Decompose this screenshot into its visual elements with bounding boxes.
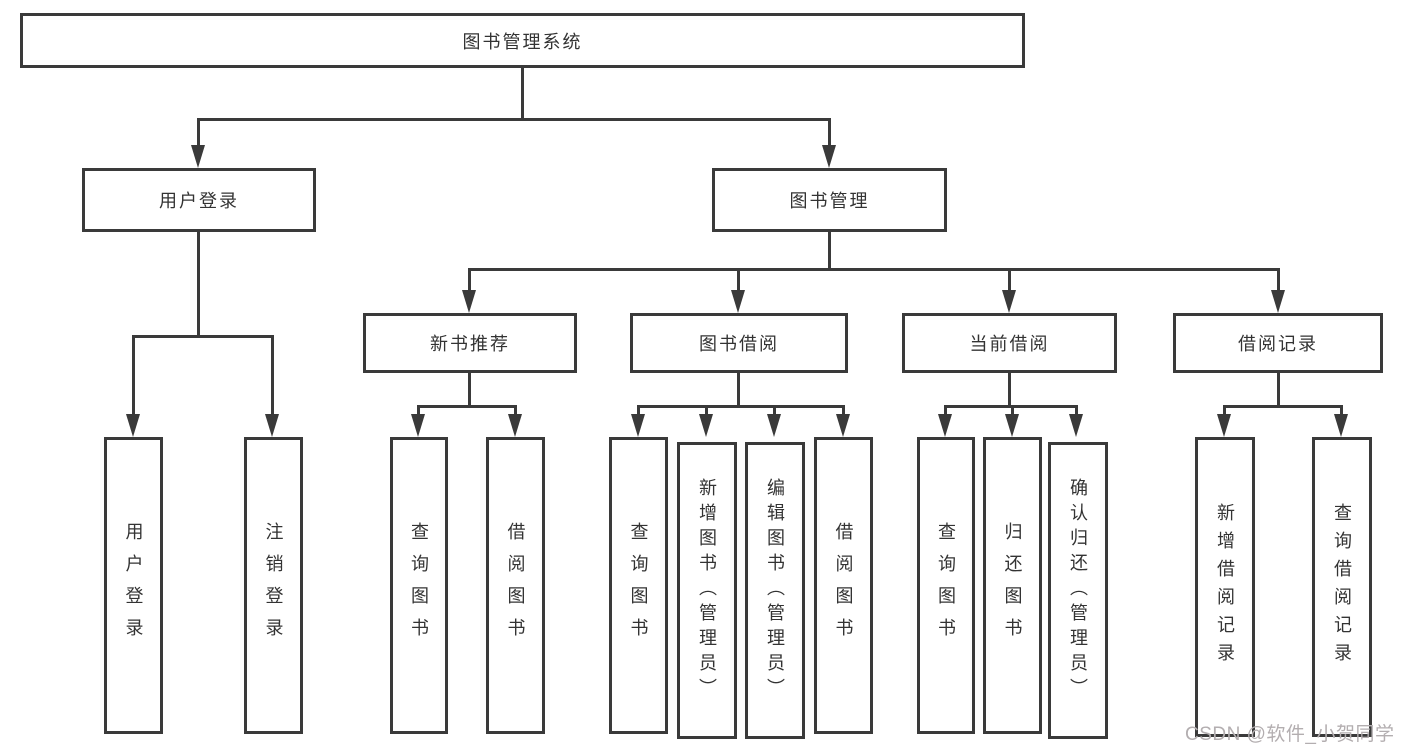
arrowhead-cb-return [1005,414,1019,437]
leaf-borrow-books-recommend-label: 借阅图书 [505,521,526,650]
leaf-node-confirm-return-admin: 确认归还（管理员） [1048,442,1108,739]
arrowhead-bb-query [631,414,645,437]
leaf-query-books-current-label: 查询图书 [936,521,956,650]
leaf-node-logout: 注销登录 [244,437,303,734]
node-book-management-label: 图书管理 [789,191,870,211]
arrowhead-bookmgmt [822,145,836,168]
connector-userlogin-drop [197,118,200,146]
connector-records-stem [1277,373,1280,405]
leaf-edit-books-admin-label: 编辑图书（管理员） [765,478,785,703]
node-book-borrowing: 图书借阅 [630,313,848,373]
connector-userlogin-bar [132,335,274,338]
connector-bb-add-drop [705,405,708,417]
arrowhead-bb-add [699,414,713,437]
arrowhead-bb-borrow [836,414,850,437]
node-new-book-recommend-label: 新书推荐 [430,334,510,354]
connector-br-query-drop [1340,405,1343,417]
arrowhead-logout-leaf [265,414,279,437]
leaf-logout-label: 注销登录 [263,521,284,650]
node-new-book-recommend: 新书推荐 [363,313,577,373]
leaf-node-return-books: 归还图书 [983,437,1042,734]
arrowhead-borrowing [731,290,745,313]
node-user-login-label: 用户登录 [159,191,239,211]
leaf-node-query-books-current: 查询图书 [917,437,975,734]
connector-nb-borrow-drop [514,405,517,417]
connector-current-drop [1008,268,1011,291]
leaf-confirm-return-admin-label: 确认归还（管理员） [1068,478,1088,703]
node-current-borrowing-label: 当前借阅 [969,334,1050,354]
leaf-return-books-label: 归还图书 [1002,521,1023,650]
node-root-label: 图书管理系统 [462,31,583,52]
leaf-node-add-books-admin: 新增图书（管理员） [677,442,737,739]
arrowhead-bb-edit [767,414,781,437]
arrowhead-userlogin [191,145,205,168]
leaf-node-borrow-books: 借阅图书 [814,437,873,734]
arrowhead-nb-query [411,414,425,437]
arrowhead-br-add [1217,414,1231,437]
leaf-node-edit-books-admin: 编辑图书（管理员） [745,442,805,739]
node-user-login: 用户登录 [82,168,316,232]
connector-records-bar [1223,405,1342,408]
connector-cb-return-drop [1011,405,1014,417]
node-borrowing-records: 借阅记录 [1173,313,1383,373]
arrowhead-login-leaf [126,414,140,437]
node-current-borrowing: 当前借阅 [902,313,1117,373]
connector-current-stem [1008,373,1011,405]
connector-root-stem [521,68,524,118]
leaf-node-borrow-books-recommend: 借阅图书 [486,437,545,734]
leaf-node-add-borrow-record: 新增借阅记录 [1195,437,1255,737]
connector-nb-query-drop [417,405,420,417]
connector-newbook-bar [417,405,517,408]
connector-borrowing-stem [737,373,740,405]
connector-bookmgmt-bar [468,268,1280,271]
connector-cb-query-drop [944,405,947,417]
arrowhead-newbook [462,290,476,313]
leaf-node-user-login: 用户登录 [104,437,163,734]
leaf-query-books-borrowing-label: 查询图书 [628,521,649,650]
connector-bb-borrow-drop [842,405,845,417]
connector-bookmgmt-stem [828,232,831,268]
connector-newbook-drop [468,268,471,291]
connector-borrowing-bar [637,405,845,408]
connector-logout-leaf-drop [271,335,274,415]
leaf-query-books-recommend-label: 查询图书 [409,521,429,650]
connector-bookmgmt-drop [828,118,831,146]
connector-root-bar [197,118,831,121]
connector-login-leaf-drop [132,335,135,415]
arrowhead-cb-confirm [1069,414,1083,437]
leaf-query-borrow-record-label: 查询借阅记录 [1332,503,1352,671]
leaf-add-borrow-record-label: 新增借阅记录 [1215,503,1235,671]
leaf-node-query-books-recommend: 查询图书 [390,437,448,734]
leaf-user-login-label: 用户登录 [123,521,144,650]
leaf-borrow-books-label: 借阅图书 [833,521,854,650]
leaf-add-books-admin-label: 新增图书（管理员） [697,478,717,703]
arrowhead-nb-borrow [508,414,522,437]
connector-userlogin-stem [197,232,200,335]
node-book-management: 图书管理 [712,168,947,232]
connector-newbook-stem [468,373,471,405]
node-borrowing-records-label: 借阅记录 [1238,334,1318,354]
arrowhead-current [1002,290,1016,313]
arrowhead-records [1271,290,1285,313]
connector-records-drop [1277,268,1280,291]
connector-borrowing-drop [737,268,740,291]
node-book-borrowing-label: 图书借阅 [699,334,779,354]
csdn-watermark: CSDN @软件_小贺同学 [1185,724,1395,745]
leaf-node-query-borrow-record: 查询借阅记录 [1312,437,1372,737]
arrowhead-br-query [1334,414,1348,437]
node-root: 图书管理系统 [20,13,1025,68]
connector-br-add-drop [1223,405,1226,417]
arrowhead-cb-query [938,414,952,437]
connector-cb-confirm-drop [1075,405,1078,417]
leaf-node-query-books-borrowing: 查询图书 [609,437,668,734]
connector-bb-query-drop [637,405,640,417]
connector-bb-edit-drop [773,405,776,417]
